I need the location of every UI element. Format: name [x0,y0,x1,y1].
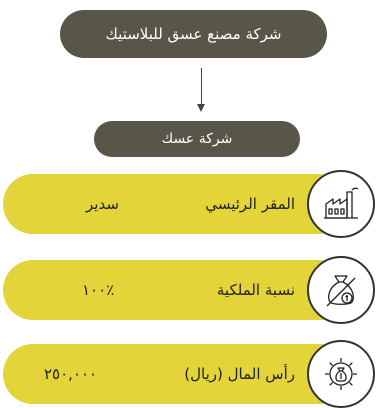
parent-company-label: شركة مصنع عسق للبلاستيك [105,25,282,43]
info-label: نسبة الملكية [216,281,295,299]
info-bar [3,174,349,234]
gear-money-icon [325,358,357,390]
info-row-capital: رأس المال (ريال) ٢٥٠,٠٠٠ [0,340,382,408]
icon-badge [307,340,375,408]
info-value: ٪١٠٠ [82,281,115,299]
info-row-ownership: نسبة الملكية ٪١٠٠ [0,256,382,324]
icon-badge [307,256,375,324]
info-label: المقر الرئيسي [205,195,295,213]
icon-badge [307,170,375,238]
info-label: رأس المال (ريال) [184,365,295,383]
arrow-down-icon [197,104,205,112]
connector-line [201,68,202,106]
info-value: ٢٥٠,٠٠٠ [44,365,98,383]
info-row-headquarters: المقر الرئيسي سدير [0,170,382,238]
money-bag-icon [326,275,356,307]
parent-company-box: شركة مصنع عسق للبلاستيك [60,10,327,58]
company-box: شركة عسك [94,121,300,157]
info-bar [3,344,349,404]
factory-icon [324,187,359,219]
info-bar [3,260,349,320]
info-value: سدير [86,195,119,213]
company-label: شركة عسك [161,131,233,147]
